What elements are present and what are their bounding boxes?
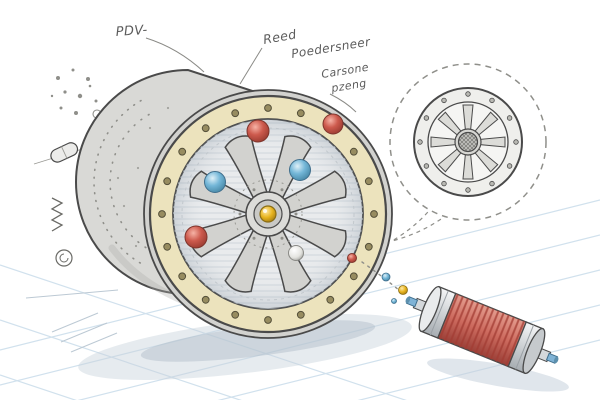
ball-white [288, 245, 304, 261]
rim-bolt [231, 310, 240, 319]
leader-carsone [329, 93, 357, 113]
label-carsone-line2: pzeng [329, 77, 367, 96]
motor-cylinder [405, 285, 559, 375]
cylinder-end-right [522, 327, 546, 375]
callout-bubble [389, 63, 547, 242]
hub-bolts [238, 188, 298, 240]
rim-bolt [178, 272, 187, 281]
axle-end-left [405, 296, 411, 304]
coil-windings [437, 293, 527, 367]
particle-trail [361, 261, 408, 304]
trail-dot-blue-small [391, 298, 397, 304]
ground-accents [25, 289, 119, 353]
hub [233, 179, 303, 249]
inner-guide-circle [181, 127, 355, 301]
rim-bolt [364, 242, 373, 251]
callout-tail [391, 205, 451, 242]
wheel-contact-shadow [140, 320, 376, 362]
rim-bolt [178, 147, 187, 156]
spoke [280, 170, 347, 215]
margin-doodles [33, 68, 102, 267]
rim-bolt [201, 295, 210, 304]
rim-bolt [364, 177, 373, 186]
spoke [224, 226, 269, 293]
spoke [280, 213, 347, 258]
rim-bolt [296, 310, 305, 319]
ball-red-rim [322, 113, 344, 135]
rim-bolt [296, 109, 305, 118]
rim-bolt [264, 104, 272, 112]
callout-hub-mesh [457, 131, 479, 153]
capsule-doodle [50, 142, 79, 163]
label-reed: Reed [262, 26, 298, 47]
cap-ridge-left [429, 290, 449, 336]
rim-bolt [163, 242, 172, 251]
wheel-balls [184, 113, 357, 263]
spoke [224, 135, 269, 202]
cap-ridge-right [515, 324, 535, 370]
callout-rim-bolts [417, 91, 519, 193]
trail-dot-yellow [398, 285, 408, 295]
drum-rivet-rows [93, 99, 150, 265]
trail-dot-blue [381, 272, 391, 282]
hub-highlight [263, 209, 267, 213]
hub-dashed-ring [233, 179, 303, 249]
rim-bolt [163, 177, 172, 186]
rim-bolt [158, 210, 166, 218]
ball-blue-left [204, 171, 226, 193]
label-pdv: PDV- [115, 23, 148, 40]
rim-bolt [201, 124, 210, 133]
cylinder-shadow [427, 358, 569, 392]
leader-reed [239, 47, 263, 85]
label-leader-lines [145, 37, 357, 113]
spiral-doodle [55, 249, 73, 267]
callout-wheel [413, 87, 523, 197]
ball-red-top [246, 119, 270, 143]
rim-bolt [349, 272, 358, 281]
rim-bolt [370, 210, 378, 218]
rim-bolt [231, 109, 240, 118]
hub-nut [259, 205, 277, 223]
wheel-face [143, 89, 393, 339]
horizon-line [25, 289, 119, 299]
trail-dashed-line [361, 261, 401, 292]
ball-red-left [184, 225, 208, 249]
rim-bolt [326, 295, 335, 304]
cylinder-end-left [418, 285, 442, 333]
dot-cluster [50, 68, 98, 115]
ball-red-small [347, 253, 357, 263]
leader-pdv [145, 37, 205, 73]
rim-bolt [349, 147, 358, 156]
ball-blue-right [289, 159, 311, 181]
axle-end-right [553, 356, 559, 364]
rim-bolt [264, 316, 272, 324]
spring-doodle [50, 197, 64, 232]
